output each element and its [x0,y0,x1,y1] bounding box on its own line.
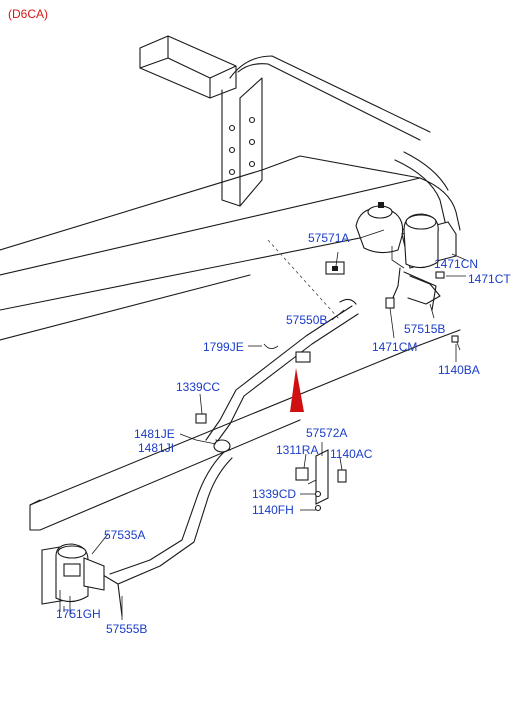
oil-reservoir [325,202,457,275]
red-marker-arrow [290,368,304,412]
steering-gear-box [41,543,105,616]
frame-rail [0,151,461,531]
callout-1751GH[interactable]: 1751GH [56,607,101,621]
callout-labels: 57571A 1471CN 1471CT 57550B 57515B 1799J… [56,231,511,636]
callout-1140FH[interactable]: 1140FH [252,503,294,517]
callout-1339CD[interactable]: 1339CD [252,487,296,501]
callout-57515B[interactable]: 57515B [404,322,445,336]
callout-57572A[interactable]: 57572A [306,426,347,440]
callout-1471CM[interactable]: 1471CM [372,340,417,354]
reservoir-hose-assembly [385,267,461,351]
callout-1799JE[interactable]: 1799JE [203,340,244,354]
callout-57571A[interactable]: 57571A [308,231,349,245]
callout-1140BA[interactable]: 1140BA [438,363,480,377]
callout-1140AC[interactable]: 1140AC [330,447,373,461]
callout-57555B[interactable]: 57555B [106,622,147,636]
pipe-bracket [295,449,347,512]
variant-label: (D6CA) [8,7,48,21]
steering-pipe-line [77,298,359,617]
callout-1481JE[interactable]: 1481JE [134,427,175,441]
callout-1339CC[interactable]: 1339CC [176,380,220,394]
leader-lines [63,229,467,620]
cross-member [139,35,237,99]
frame-hanger-bracket [221,55,431,207]
callout-1481JI[interactable]: 1481JI [138,441,174,455]
callout-1471CT[interactable]: 1471CT [468,272,511,286]
callout-1471CN[interactable]: 1471CN [434,257,478,271]
callout-57535A[interactable]: 57535A [104,528,145,542]
callout-1311RA[interactable]: 1311RA [276,443,318,457]
callout-57550B[interactable]: 57550B [286,313,327,327]
